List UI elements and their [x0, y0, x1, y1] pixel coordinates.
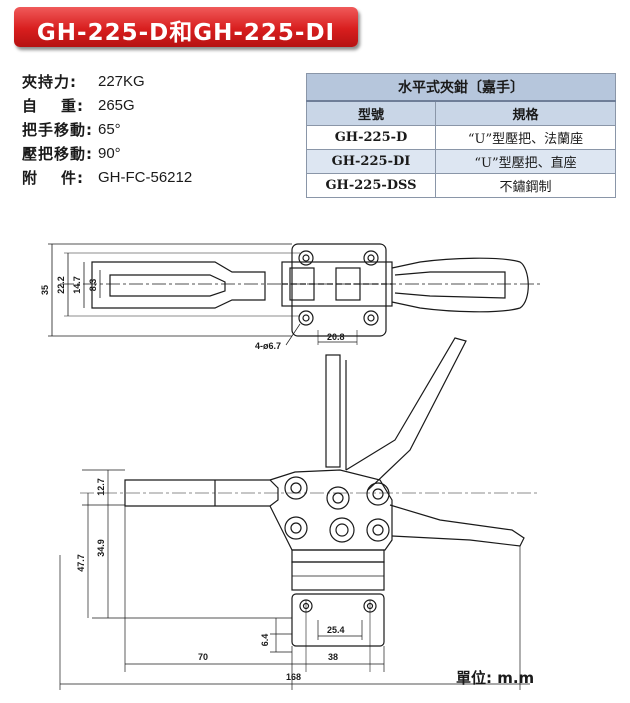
- dimension-label: 70: [198, 652, 208, 662]
- side-view: [80, 337, 540, 672]
- dimension-label: 22.2: [56, 276, 66, 294]
- spec-cell: 不鏽鋼制: [435, 173, 616, 198]
- dimension-label: 14.7: [72, 276, 82, 294]
- spec-row-accessory: 附 件: GH-FC-56212: [22, 166, 192, 190]
- title-banner: GH-225-D和GH-225-DI: [14, 7, 358, 47]
- spec-label-part: 件:: [61, 169, 84, 187]
- spec-label-part: 重:: [61, 97, 84, 115]
- dimension-label: 38: [328, 652, 338, 662]
- spec-cell: “U”型壓把、法蘭座: [435, 125, 616, 150]
- hole-dimension-label: 4-ø6.7: [255, 341, 281, 351]
- dimension-label: 12.7: [96, 478, 106, 496]
- dimension-label: 25.4: [327, 625, 345, 635]
- model-table: 水平式夾鉗〔嘉手〕 型號 規格 GH-225-D “U”型壓把、法蘭座 GH-2…: [306, 73, 616, 198]
- spec-row-handle-travel: 把手移動: 65°: [22, 118, 192, 142]
- spec-label: 附 件:: [22, 166, 84, 190]
- side-view-dimensions: [59, 469, 530, 690]
- spec-list: 夾持力: 227KG 自 重: 265G 把手移動: 65° 壓把移動: 90°…: [22, 70, 192, 190]
- dimension-label: 47.7: [76, 554, 86, 572]
- spec-label: 壓把移動:: [22, 145, 93, 163]
- spec-label: 把手移動:: [22, 121, 93, 139]
- spec-value: 90°: [98, 145, 121, 162]
- spec-value: GH-FC-56212: [98, 169, 193, 186]
- dimension-label: 168: [286, 672, 301, 682]
- dimension-label: 20.8: [327, 332, 345, 342]
- dimension-label: 34.9: [96, 539, 106, 557]
- unit-label: 單位: m.m: [456, 669, 535, 687]
- table-row: GH-225-DSS 不鏽鋼制: [306, 173, 616, 198]
- spec-label-part: 附: [22, 169, 39, 187]
- table-row: GH-225-D “U”型壓把、法蘭座: [306, 125, 616, 150]
- spec-label: 自 重:: [22, 94, 84, 118]
- dimension-label: 8.3: [88, 279, 98, 292]
- model-cell: GH-225-DSS: [306, 173, 436, 198]
- page-title: GH-225-D和GH-225-DI: [36, 20, 336, 46]
- spec-value: 265G: [98, 97, 135, 114]
- model-cell: GH-225-D: [306, 125, 436, 150]
- spec-value: 227KG: [98, 73, 145, 90]
- table-row: GH-225-DI “U”型壓把、直座: [306, 149, 616, 174]
- spec-row-bar-travel: 壓把移動: 90°: [22, 142, 192, 166]
- spec-value: 65°: [98, 121, 121, 138]
- top-view: [48, 243, 540, 346]
- column-header-spec: 規格: [435, 100, 616, 126]
- spec-row-weight: 自 重: 265G: [22, 94, 192, 118]
- spec-label-part: 自: [22, 97, 39, 115]
- spec-row-clamp-force: 夾持力: 227KG: [22, 70, 192, 94]
- spec-cell: “U”型壓把、直座: [435, 149, 616, 174]
- dimension-label: 35: [40, 285, 50, 295]
- spec-label: 夾持力:: [22, 73, 77, 91]
- dimension-label: 6.4: [260, 634, 270, 647]
- table-caption: 水平式夾鉗〔嘉手〕: [306, 73, 616, 102]
